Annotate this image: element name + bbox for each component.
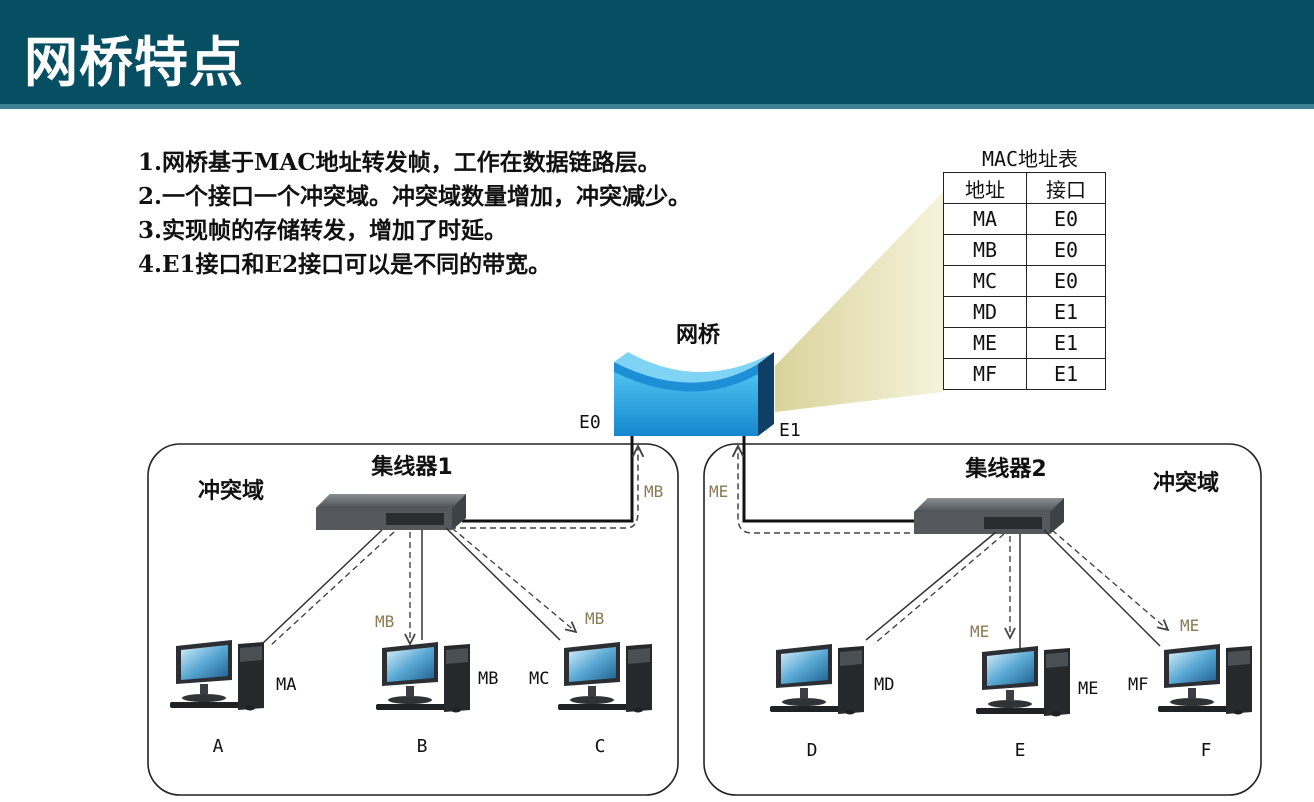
port-e1-label: E1 — [779, 420, 801, 441]
hub-1-icon — [316, 494, 466, 530]
computer-c-icon — [558, 642, 652, 713]
collision-domain-2-label: 冲突域 — [1153, 470, 1219, 496]
link-hub1-a — [261, 529, 383, 645]
mac-table-header-row: 地址 接口 — [943, 172, 1106, 204]
title-bar-rule — [0, 104, 1314, 109]
mac-address-cell: MD — [943, 296, 1027, 328]
port-cell: E1 — [1026, 358, 1106, 390]
slide-title: 网桥特点 — [24, 31, 244, 94]
flow-label-mb-b: MB — [375, 612, 394, 631]
host-c-mac: MC — [529, 669, 549, 689]
port-cell: E0 — [1026, 234, 1106, 266]
flow-line-to-a — [269, 531, 395, 647]
table-row: MB E0 — [943, 234, 1106, 266]
flow-line-to-d — [873, 533, 1005, 645]
host-a-mac: MA — [276, 675, 296, 695]
link-bridge-hub1 — [462, 436, 634, 523]
host-d-mac: MD — [874, 675, 894, 695]
mac-table-caption: MAC地址表 — [981, 147, 1079, 171]
feature-point: 2.一个接口一个冲突域。冲突域数量增加，冲突减少。 — [138, 183, 692, 210]
title-bar — [0, 0, 1314, 104]
hub-2-label: 集线器2 — [964, 456, 1046, 482]
flow-label-me-f: ME — [1180, 616, 1199, 635]
computer-f-icon — [1158, 644, 1252, 715]
port-cell: E0 — [1026, 203, 1106, 235]
computer-a-icon — [170, 640, 264, 711]
link-hub2-f — [1043, 529, 1161, 647]
host-a-name: A — [213, 736, 224, 757]
mac-table-header-port: 接口 — [1026, 172, 1106, 204]
port-cell: E1 — [1026, 327, 1106, 359]
collision-domain-1-label: 冲突域 — [198, 478, 264, 504]
collision-domain-1-box — [147, 443, 679, 796]
table-row: MF E1 — [943, 358, 1106, 390]
feature-point: 3.实现帧的存储转发，增加了时延。 — [138, 217, 508, 244]
flow-path-me-to-bridge — [738, 446, 990, 534]
table-row: MC E0 — [943, 265, 1106, 297]
host-d-name: D — [807, 740, 818, 761]
hub-2-icon — [914, 498, 1064, 534]
mac-address-table: 地址 接口 MA E0 MB E0 MC E0 MD E1 ME E1 MF E… — [943, 172, 1106, 390]
link-hub1-c — [445, 527, 561, 641]
host-b-mac: MB — [478, 669, 498, 689]
mac-address-cell: MC — [943, 265, 1027, 297]
table-row: MA E0 — [943, 203, 1106, 235]
flow-label-mb-c: MB — [585, 609, 604, 628]
collision-domain-2-box — [703, 443, 1262, 796]
feature-list: 1.网桥基于MAC地址转发帧，工作在数据链路层。 2.一个接口一个冲突域。冲突域… — [138, 146, 691, 282]
mac-table-header-address: 地址 — [943, 172, 1027, 204]
port-e0-label: E0 — [579, 412, 601, 433]
table-row: ME E1 — [943, 327, 1106, 359]
link-bridge-hub2 — [742, 436, 914, 523]
hub-1-label: 集线器1 — [370, 454, 452, 480]
table-row: MD E1 — [943, 296, 1106, 328]
port-cell: E0 — [1026, 265, 1106, 297]
feature-point: 4.E1接口和E2接口可以是不同的带宽。 — [138, 251, 552, 278]
link-hub2-d — [865, 531, 997, 641]
mac-address-cell: ME — [943, 327, 1027, 359]
host-e-name: E — [1015, 740, 1026, 761]
host-f-name: F — [1201, 740, 1212, 761]
computer-d-icon — [770, 644, 864, 715]
mac-address-cell: MF — [943, 358, 1027, 390]
flow-label-me-e: ME — [970, 622, 989, 641]
computer-b-icon — [376, 642, 470, 713]
host-b-name: B — [417, 736, 428, 757]
host-f-mac: MF — [1128, 675, 1148, 695]
bridge-icon — [614, 352, 774, 436]
projection-beam — [775, 192, 943, 412]
host-c-name: C — [595, 736, 606, 757]
flow-label-mb-bridge: MB — [644, 482, 663, 501]
flow-arrow-to-f — [1051, 529, 1168, 630]
mac-address-cell: MA — [943, 203, 1027, 235]
flow-label-me-bridge: ME — [709, 482, 728, 501]
flow-arrow-to-c — [451, 527, 576, 632]
feature-point: 1.网桥基于MAC地址转发帧，工作在数据链路层。 — [138, 149, 661, 176]
computer-e-icon — [976, 646, 1070, 717]
port-cell: E1 — [1026, 296, 1106, 328]
bridge-label: 网桥 — [676, 322, 720, 348]
host-e-mac: ME — [1078, 679, 1098, 699]
mac-address-cell: MB — [943, 234, 1027, 266]
